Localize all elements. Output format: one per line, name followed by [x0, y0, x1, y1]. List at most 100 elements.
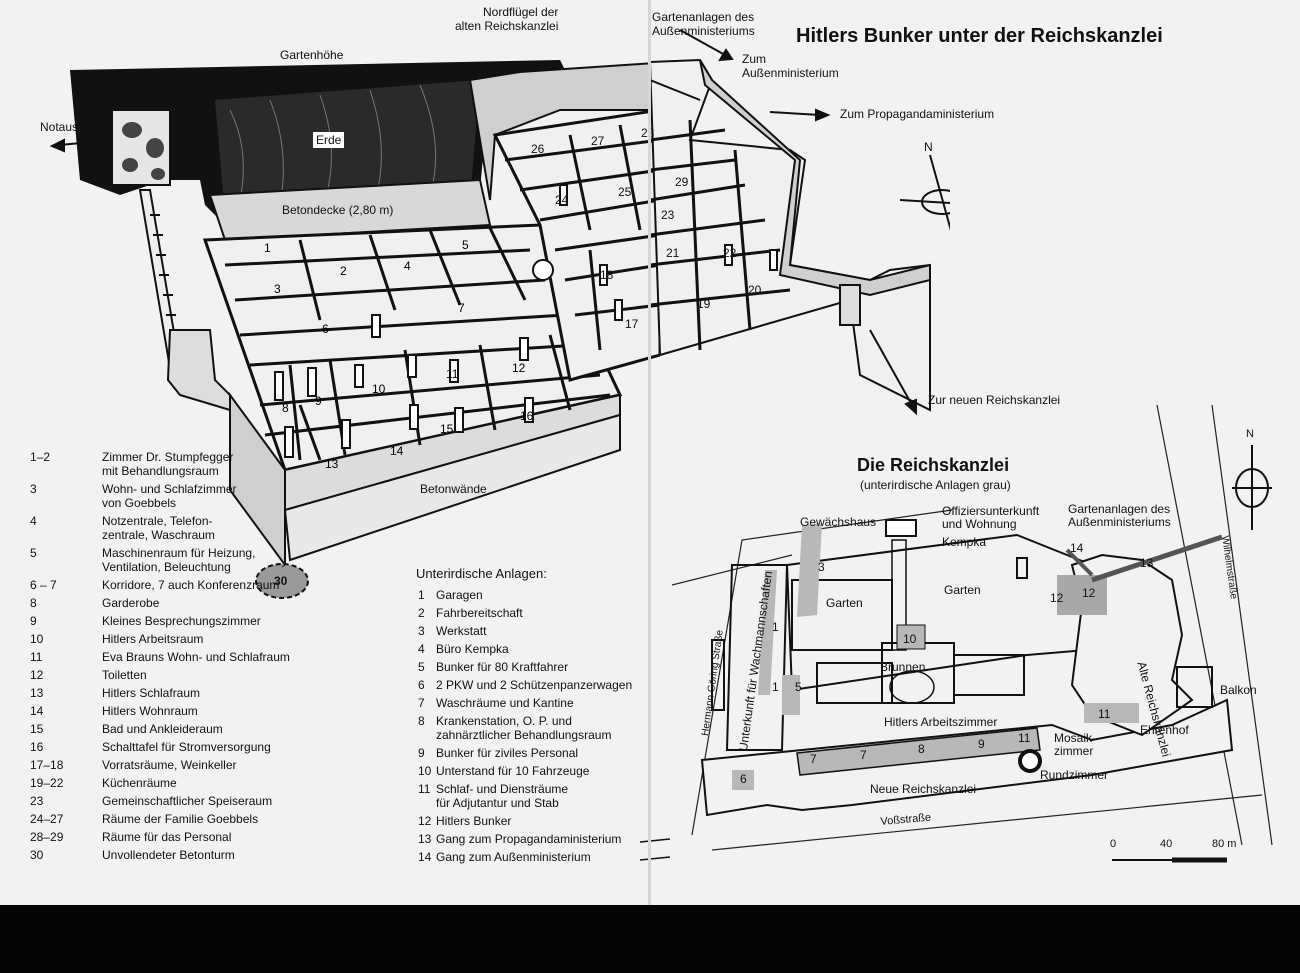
- plan-unit-8: 8: [918, 742, 925, 756]
- underground-text: Garagen: [436, 588, 483, 602]
- legend-text: Kleines Besprechungszimmer: [102, 614, 261, 628]
- underground-text: Gang zum Außenministerium: [436, 850, 591, 864]
- plan-unit-14: 14: [1070, 541, 1084, 555]
- room-number: 1: [264, 241, 271, 255]
- plan-unit-1b: 1: [772, 680, 779, 694]
- underground-number: 1: [418, 588, 425, 602]
- legend-number: 16: [30, 740, 44, 754]
- notausgang-arrow: [49, 138, 113, 153]
- underground-number: 10: [418, 764, 432, 778]
- compass-plan: [1232, 445, 1272, 530]
- right-wing-roof-edge: [468, 61, 660, 201]
- underground-text: Gang zum Propagandaministerium: [436, 832, 622, 846]
- plan-unit-11a: 11: [1018, 731, 1031, 745]
- garage-area-2: [797, 523, 822, 617]
- room-numbers: 1 2 3 4 5 6 7 8 9 10 11 12 13 14 15 16: [264, 238, 534, 471]
- plan-subtitle: (unterirdische Anlagen grau): [860, 478, 1011, 492]
- small-building-2: [711, 639, 725, 711]
- label-nordfluegel: Nordflügel der alten Reichskanzlei: [455, 5, 559, 33]
- legend-text: Räume der Familie Goebbels: [102, 812, 259, 826]
- plan-unit-12a: 12: [1050, 591, 1064, 605]
- room-number-17: 17: [625, 317, 639, 331]
- legend-number: 23: [30, 794, 44, 808]
- underground-number: 7: [418, 696, 425, 710]
- plan-unit-6: 6: [740, 772, 747, 786]
- plan-unit-9: 9: [978, 737, 985, 751]
- underground-number: 4: [418, 642, 425, 656]
- legend-number: 14: [30, 704, 44, 718]
- doors: [274, 314, 534, 458]
- room-number: 5: [462, 238, 469, 252]
- underground-text: Bunker für ziviles Personal: [436, 746, 579, 760]
- direction-arrows: [650, 29, 917, 416]
- label-gartenhoehe: Gartenhöhe: [280, 48, 344, 62]
- legend-number: 13: [30, 686, 44, 700]
- legend-text: Hitlers Schlafraum: [102, 686, 201, 700]
- label-notausgang: Notausgang: [40, 120, 105, 134]
- room-number: 11: [446, 367, 459, 381]
- unit-12: [1057, 575, 1107, 615]
- tower-leader: [281, 564, 286, 568]
- plan-neue-reichskanzlei: Neue Reichskanzlei: [870, 782, 977, 796]
- plan-unit-12b: 12: [1082, 586, 1096, 600]
- label-zur-neuen-reichskanzlei: Zur neuen Reichskanzlei: [928, 393, 1061, 407]
- legend-number: 8: [30, 596, 37, 610]
- plan-garten-2: Garten: [944, 583, 981, 597]
- room-number-20: 20: [748, 283, 762, 297]
- room-number: 12: [512, 361, 526, 375]
- unit-2-rect: [782, 675, 800, 715]
- room-number-21: 21: [666, 246, 680, 260]
- plan-brunnen: Brunnen: [880, 660, 926, 674]
- plan-unit-13: 13: [1140, 556, 1154, 570]
- right-wing-doors-2: [724, 244, 778, 271]
- plan-scale-80: 80 m: [1212, 838, 1237, 850]
- unit-6: [732, 770, 754, 790]
- legend-number: 12: [30, 668, 44, 682]
- bunker-isometric-right: [650, 29, 950, 416]
- underground-text: Schlaf- und Diensträume für Adjutantur u…: [436, 782, 569, 810]
- right-wing-room-walls-2: [650, 119, 791, 351]
- legend-text: Unvollendeter Betonturm: [102, 848, 235, 862]
- room-number: 8: [282, 401, 289, 415]
- legend-number: 24–27: [30, 812, 64, 826]
- plan-hitlers-arbeitszimmer: Hitlers Arbeitszimmer: [884, 715, 998, 729]
- room-number-19: 19: [697, 297, 711, 311]
- room-number-18: 18: [600, 268, 614, 282]
- greenhouse: [885, 519, 917, 537]
- underground-number: 13: [418, 832, 432, 846]
- garden-paths: [889, 539, 935, 704]
- underground-text: Hitlers Bunker: [436, 814, 512, 828]
- room-number: 6: [322, 322, 329, 336]
- legend-text: Korridore, 7 auch Konferenzraum: [102, 578, 280, 592]
- plan-gartenanlagen: Gartenanlagen des Außenministeriums: [1068, 502, 1171, 529]
- room-number-28: 28: [641, 126, 654, 140]
- guard-quarters: [725, 564, 789, 751]
- underground-text: Bunker für 80 Kraftfahrer: [436, 660, 569, 674]
- plan-unit-7a: 7: [810, 752, 817, 766]
- underground-text: Büro Kempka: [436, 642, 509, 656]
- plan-unit-7b: 7: [860, 748, 867, 762]
- plan-balkon: Balkon: [1220, 683, 1257, 697]
- underground-item: 1 Garagen: [418, 588, 483, 602]
- balkon-box: [1176, 666, 1213, 708]
- bunker-strip-gray: [796, 727, 1041, 776]
- legend-text: Maschinenraum für Heizung, Ventilation, …: [102, 546, 256, 574]
- legend-number: 4: [30, 514, 37, 528]
- left-wing-room-walls: [224, 227, 611, 461]
- room-number-22: 22: [723, 246, 737, 260]
- room-number-29: 29: [675, 175, 689, 189]
- room-number: 4: [404, 259, 411, 273]
- room-number: 2: [340, 264, 347, 278]
- page-title: Hitlers Bunker unter der Reichskanzlei: [796, 25, 1163, 47]
- legend-text: Toiletten: [102, 668, 147, 682]
- page-fold: [648, 0, 651, 905]
- plan-unit-5: 5: [795, 680, 802, 694]
- underground-number: 6: [418, 678, 425, 692]
